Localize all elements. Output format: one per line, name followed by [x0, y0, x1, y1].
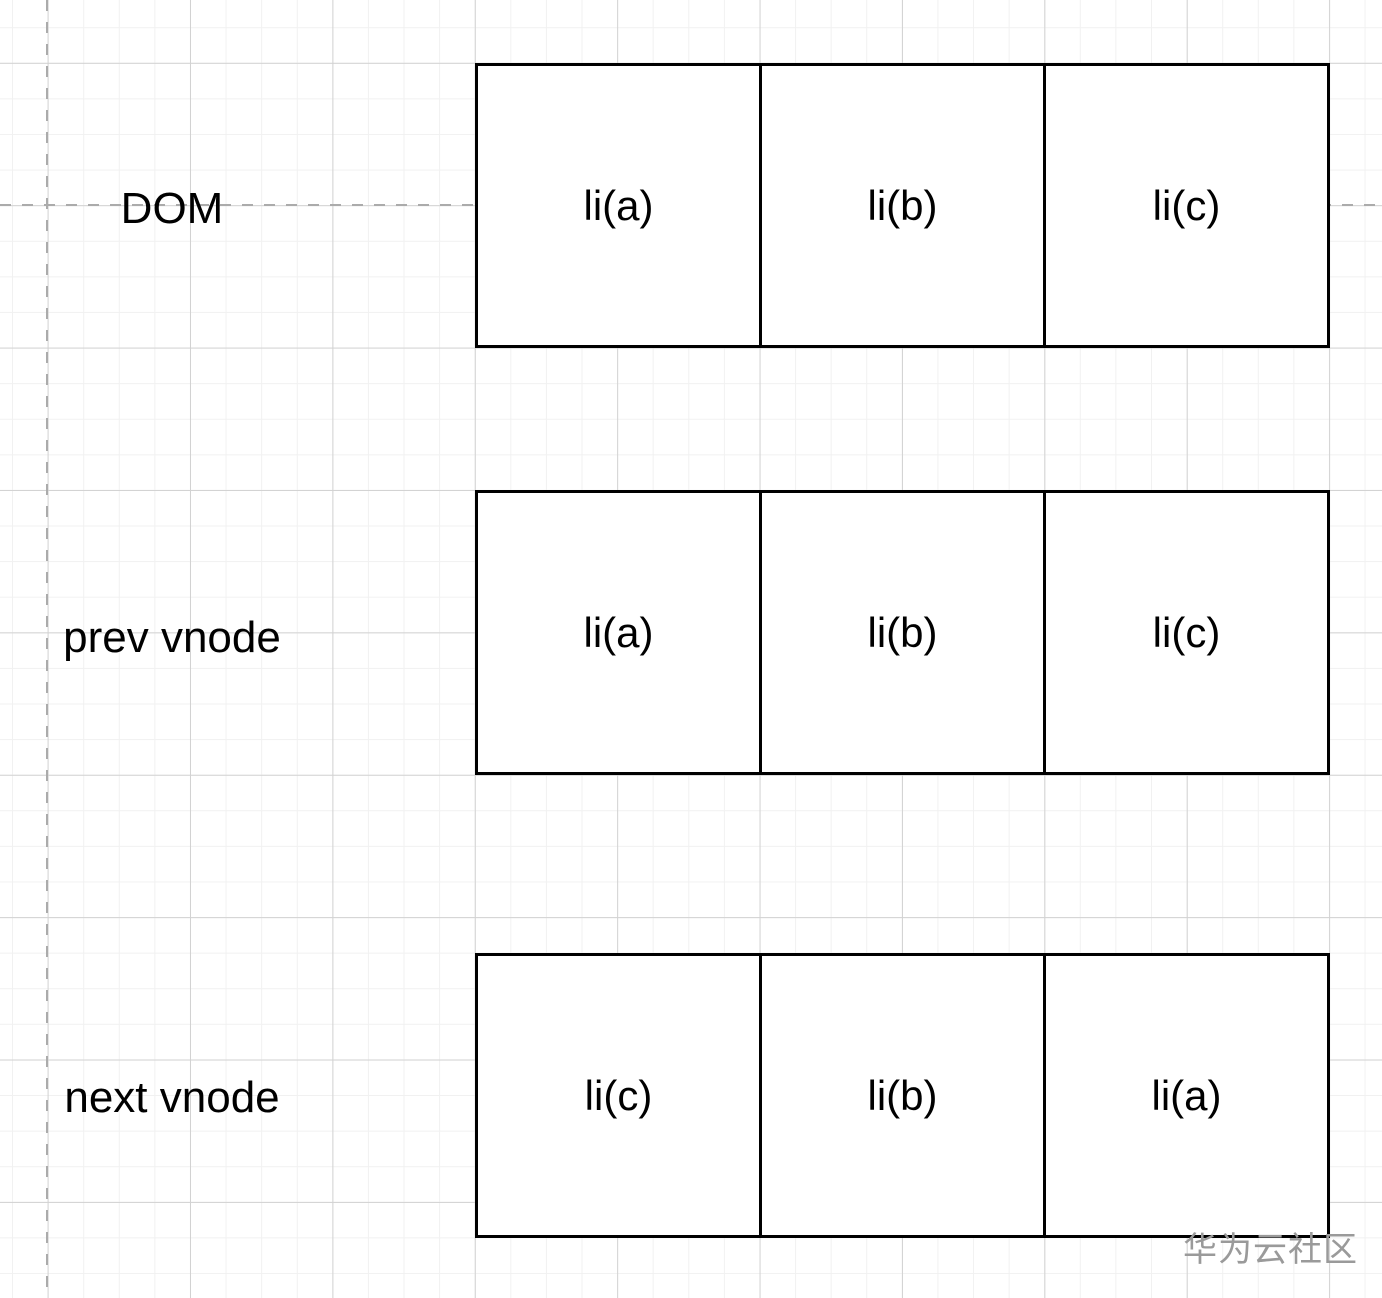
huawei-cloud-community-watermark: 华为云社区	[1183, 1231, 1358, 1269]
dom-box-1: li(a)	[475, 63, 762, 348]
dom-box-2: li(b)	[759, 63, 1046, 348]
prev-vnode-box-1: li(a)	[475, 490, 762, 775]
prev-vnode-box-3: li(c)	[1043, 490, 1330, 775]
next-vnode-row: li(c) li(b) li(a)	[475, 953, 1330, 1238]
dom-box-3: li(c)	[1043, 63, 1330, 348]
next-vnode-box-3: li(a)	[1043, 953, 1330, 1238]
next-vnode-box-2: li(b)	[759, 953, 1046, 1238]
row-label-dom: DOM	[120, 184, 224, 233]
prev-vnode-box-2: li(b)	[759, 490, 1046, 775]
vertical-guide-line	[46, 0, 48, 1298]
dom-row: li(a) li(b) li(c)	[475, 63, 1330, 348]
row-label-prev-vnode: prev vnode	[63, 613, 281, 662]
prev-vnode-row: li(a) li(b) li(c)	[475, 490, 1330, 775]
next-vnode-box-1: li(c)	[475, 953, 762, 1238]
row-label-next-vnode: next vnode	[64, 1073, 280, 1122]
